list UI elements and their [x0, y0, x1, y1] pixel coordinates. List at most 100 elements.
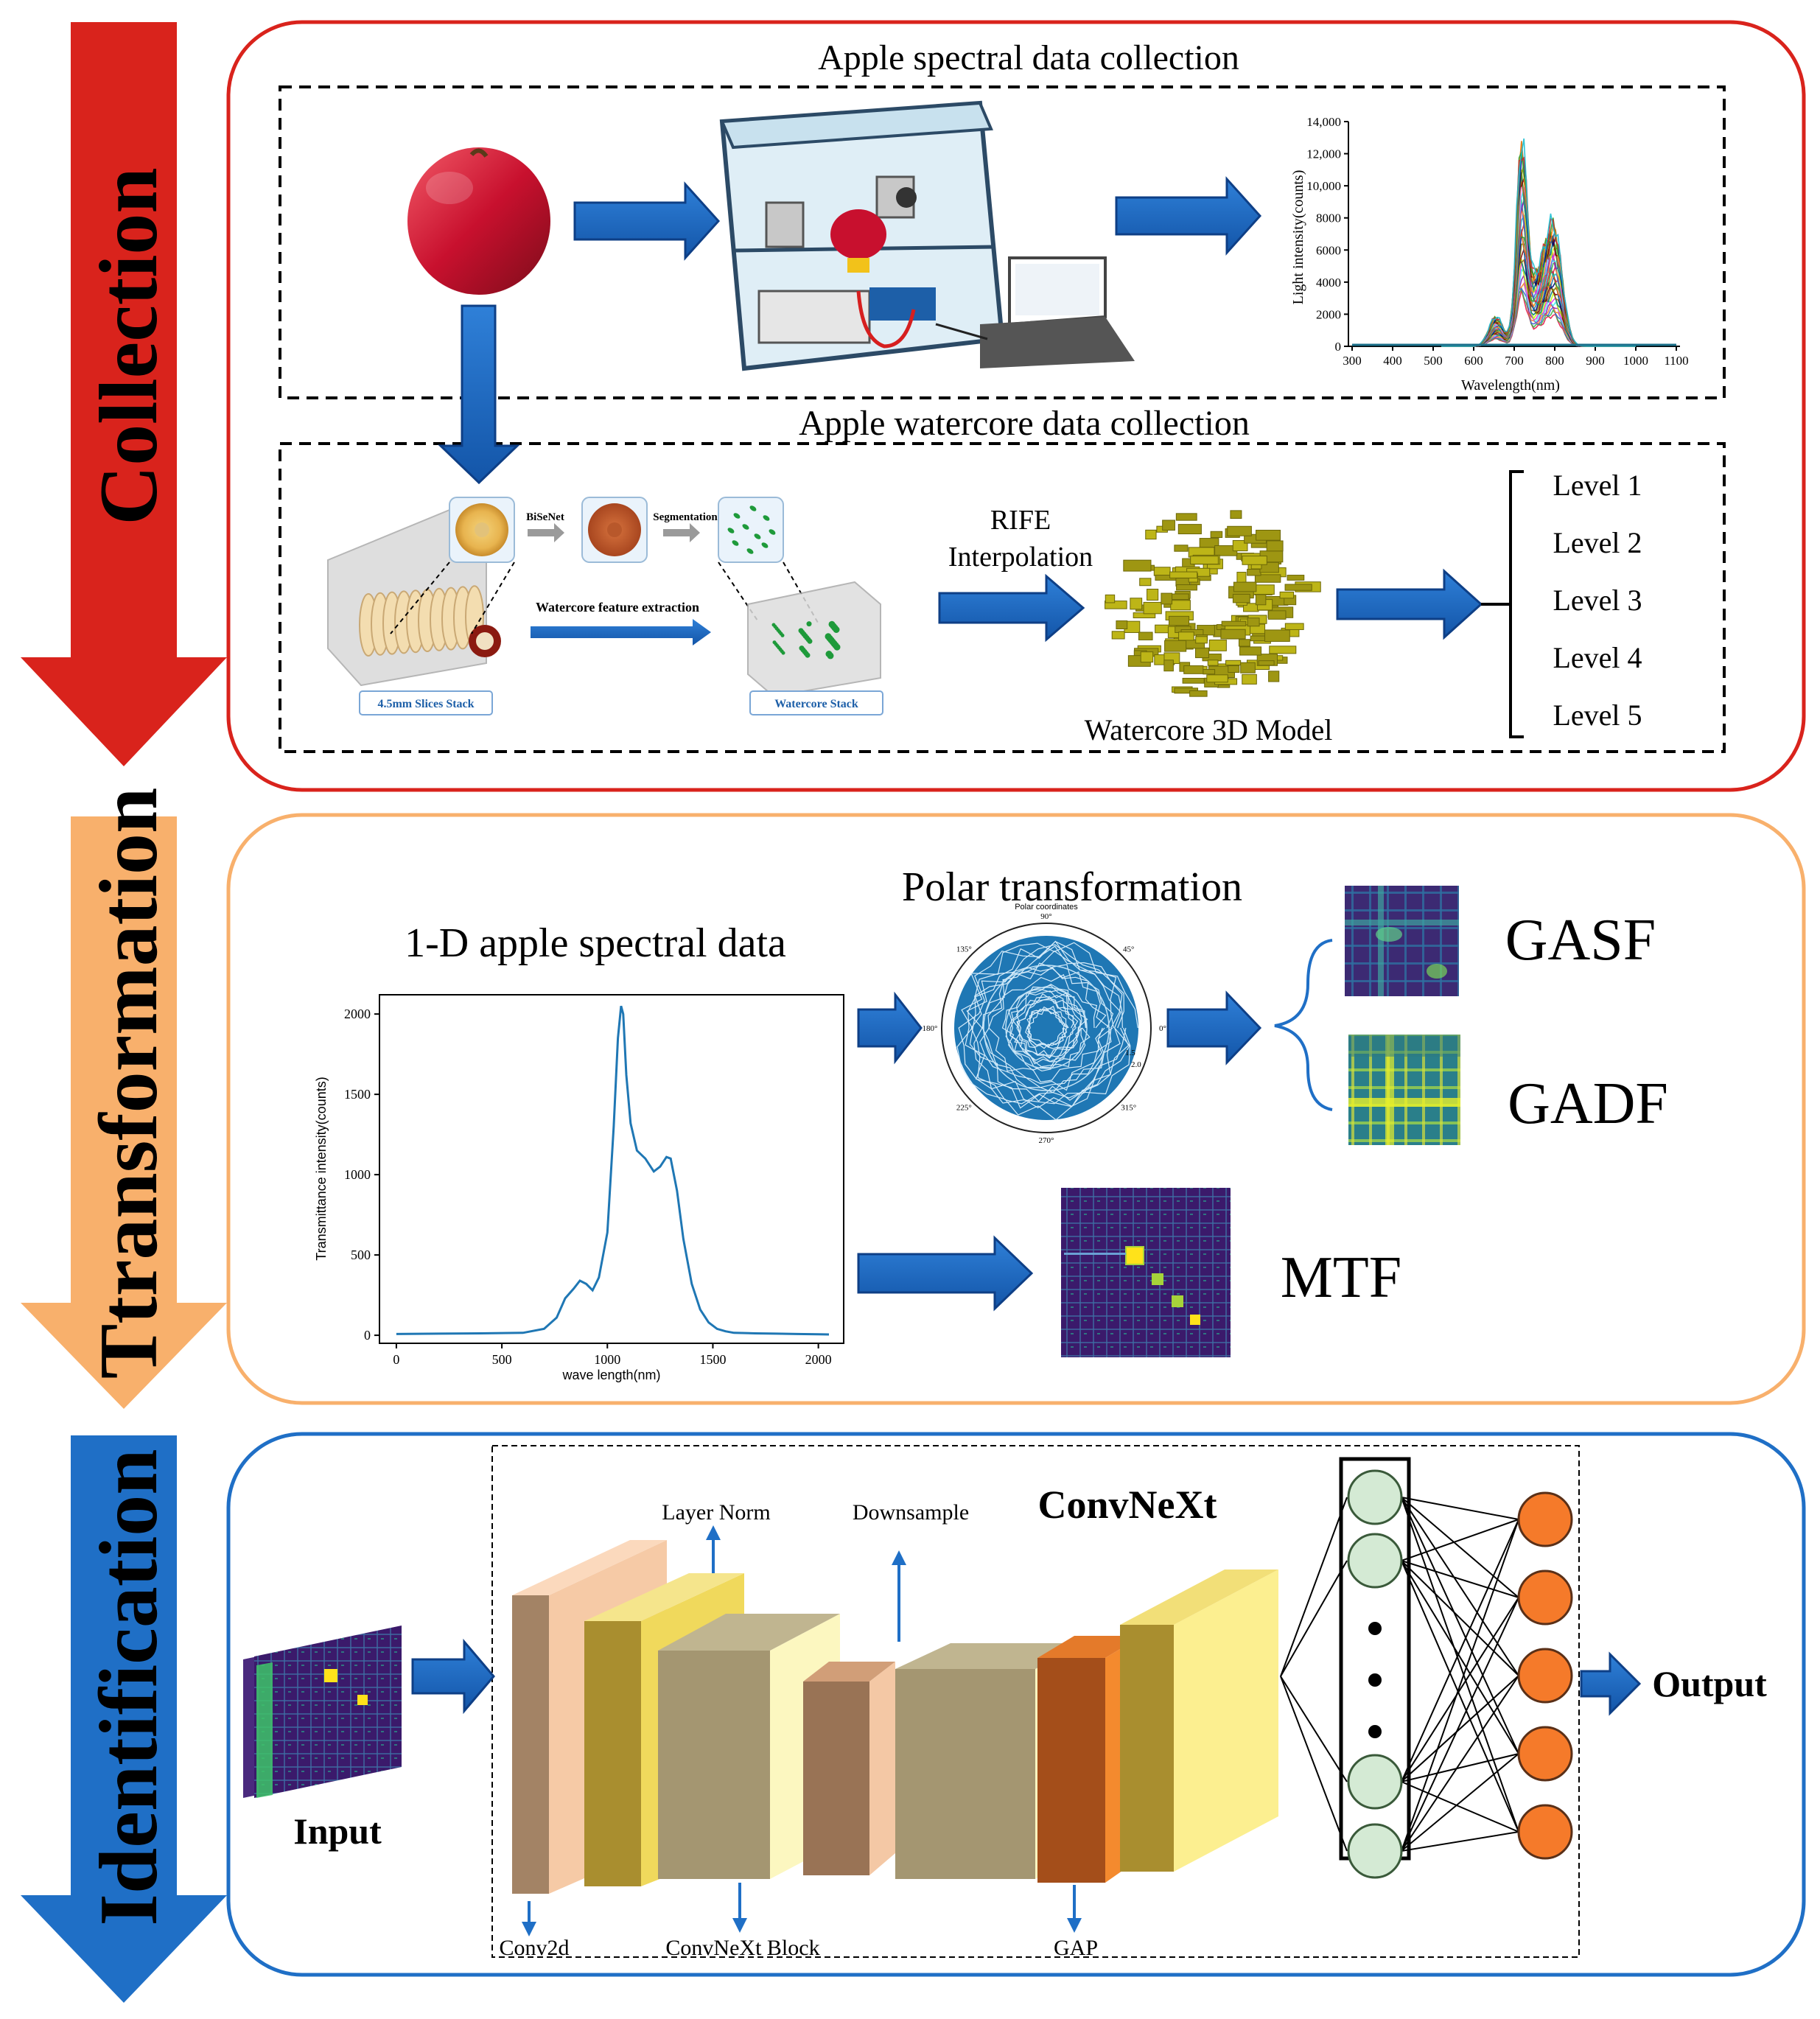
- transformation-stage-arrow: Ttransformation: [21, 788, 227, 1409]
- identification-stage-label: Identification: [83, 1449, 175, 1925]
- output-node: [1517, 1648, 1573, 1704]
- polar-angle-label: 270°: [1039, 1136, 1054, 1145]
- hidden-node: [1347, 1533, 1403, 1589]
- flow-arrow: [438, 304, 520, 485]
- flow-arrow: [857, 991, 923, 1065]
- flow-arrow: [573, 181, 721, 261]
- slice-zoom-segmented: [581, 497, 648, 563]
- polar-radius-label: 2.0: [1131, 1060, 1141, 1069]
- chart-y-label: Transmittance intensity(counts): [314, 1077, 329, 1260]
- output-arrow: [1580, 1651, 1642, 1716]
- output-node: [1517, 1726, 1573, 1782]
- level-bracket: [1509, 470, 1524, 738]
- chart-x-label: wave length(nm): [561, 1368, 660, 1382]
- ellipsis-dot: [1368, 1673, 1382, 1687]
- chart-x-label: Wavelength(nm): [1461, 377, 1560, 393]
- gasf-image: [1345, 886, 1459, 996]
- chart-y-tick-label: 14,000: [1306, 115, 1341, 129]
- polar-plot-title: Polar coordinates: [1015, 903, 1078, 911]
- stage-arrow-shape: [21, 22, 227, 766]
- hidden-node: [1347, 1754, 1403, 1810]
- gap-label: GAP: [1054, 1936, 1098, 1960]
- chart-series-line: [1441, 181, 1636, 347]
- chart-x-tick-label: 400: [1383, 354, 1402, 368]
- level-label: Level 4: [1553, 641, 1642, 674]
- chart-y-tick-label: 6000: [1316, 243, 1341, 257]
- chart-x-tick-label: 500: [1424, 354, 1443, 368]
- chart-y-tick-label: 500: [351, 1248, 371, 1262]
- chart-x-tick-label: 1000: [1623, 354, 1648, 368]
- apple-image: [407, 147, 550, 295]
- conv2d-label: Conv2d: [499, 1936, 569, 1960]
- chart-series-line: [396, 1005, 830, 1336]
- chart-x-tick-label: 1100: [1664, 354, 1688, 368]
- transformation-stage-label: Ttransformation: [83, 788, 175, 1379]
- slices-stack-image: [327, 507, 501, 687]
- chart-x-tick-label: 300: [1343, 354, 1362, 368]
- chart-series-line: [1441, 141, 1636, 347]
- stage-arrow-shape: [21, 816, 227, 1409]
- input-label: Input: [293, 1810, 382, 1852]
- small-arrow: [663, 523, 700, 542]
- chart-y-tick-label: 2000: [344, 1007, 371, 1021]
- convnext-block-label: ConvNeXt Block: [665, 1936, 819, 1960]
- flow-arrow: [938, 573, 1085, 643]
- watercore-stack-badge: [749, 690, 883, 715]
- output-node: [1517, 1570, 1573, 1626]
- chart-x-tick-label: 700: [1505, 354, 1524, 368]
- light-intensity-chart: 0 2000 4000 6000 8000 10,000 12,000 14,000 300 4…: [1290, 115, 1689, 393]
- flow-arrow: [1115, 176, 1262, 256]
- chart-y-label: Light intensity(counts): [1290, 170, 1306, 305]
- ellipsis-dot: [1368, 1725, 1382, 1738]
- spectral-collection-title: Apple spectral data collection: [818, 38, 1239, 77]
- chart-y-tick-label: 10,000: [1306, 179, 1341, 193]
- gadf-label: GADF: [1508, 1071, 1668, 1136]
- gaf-brace: [1274, 939, 1333, 1111]
- polar-angle-label: 135°: [956, 945, 972, 954]
- polar-angle-label: 225°: [956, 1103, 972, 1112]
- chart-x-tick-label: 600: [1464, 354, 1483, 368]
- chart-x-tick-label: 2000: [805, 1352, 832, 1367]
- watercore-collection-title: Apple watercore data collection: [799, 404, 1250, 443]
- transformation-panel: [226, 813, 1806, 1405]
- polar-radius-label: 1.5: [1125, 1049, 1135, 1057]
- hidden-node: [1347, 1823, 1403, 1879]
- chart-y-tick-label: 0: [364, 1328, 371, 1343]
- interpolation-label: Interpolation: [948, 542, 1093, 573]
- chart-series-line: [1441, 156, 1636, 347]
- chart-y-tick-label: 2000: [1316, 307, 1341, 321]
- polar-angle-label: 180°: [923, 1024, 938, 1033]
- level-label: Level 5: [1553, 699, 1642, 732]
- chart-x-tick-label: 1500: [699, 1352, 726, 1367]
- gadf-image: [1348, 1035, 1460, 1145]
- collection-stage-arrow: Collection: [21, 22, 227, 766]
- small-arrow: [528, 523, 564, 542]
- chart-y-tick-label: 4000: [1316, 276, 1341, 290]
- bisenet-label: BiSeNet: [526, 511, 564, 523]
- chart-x-tick-label: 800: [1545, 354, 1564, 368]
- fully-connected-layer: [1280, 1457, 1573, 1879]
- polar-angle-label: 0°: [1159, 1024, 1166, 1033]
- hidden-node: [1347, 1469, 1403, 1525]
- watercore-stack-image: [747, 581, 881, 698]
- flow-arrow: [857, 1235, 1034, 1312]
- layer-norm-label: Layer Norm: [662, 1500, 770, 1525]
- polar-transformation-title: Polar transformation: [902, 864, 1242, 910]
- input-images: [243, 1626, 402, 1798]
- output-node: [1517, 1804, 1573, 1860]
- watercore-model-label: Watercore 3D Model: [1085, 713, 1333, 746]
- level-label: Level 3: [1553, 584, 1642, 617]
- slices-stack-badge: [359, 690, 493, 715]
- slices-stack-label: 4.5mm Slices Stack: [377, 698, 474, 710]
- chart-x-tick-label: 0: [393, 1352, 399, 1367]
- chart-y-tick-label: 0: [1335, 340, 1342, 354]
- chart-y-tick-label: 12,000: [1306, 147, 1341, 161]
- flow-arrow: [531, 619, 711, 645]
- chart-x-tick-label: 500: [492, 1352, 512, 1367]
- level-label: Level 2: [1553, 526, 1642, 559]
- spectral-collection-box: [279, 85, 1726, 399]
- watercore-3d-model: [1105, 510, 1321, 697]
- chart-y-tick-label: 8000: [1316, 211, 1341, 225]
